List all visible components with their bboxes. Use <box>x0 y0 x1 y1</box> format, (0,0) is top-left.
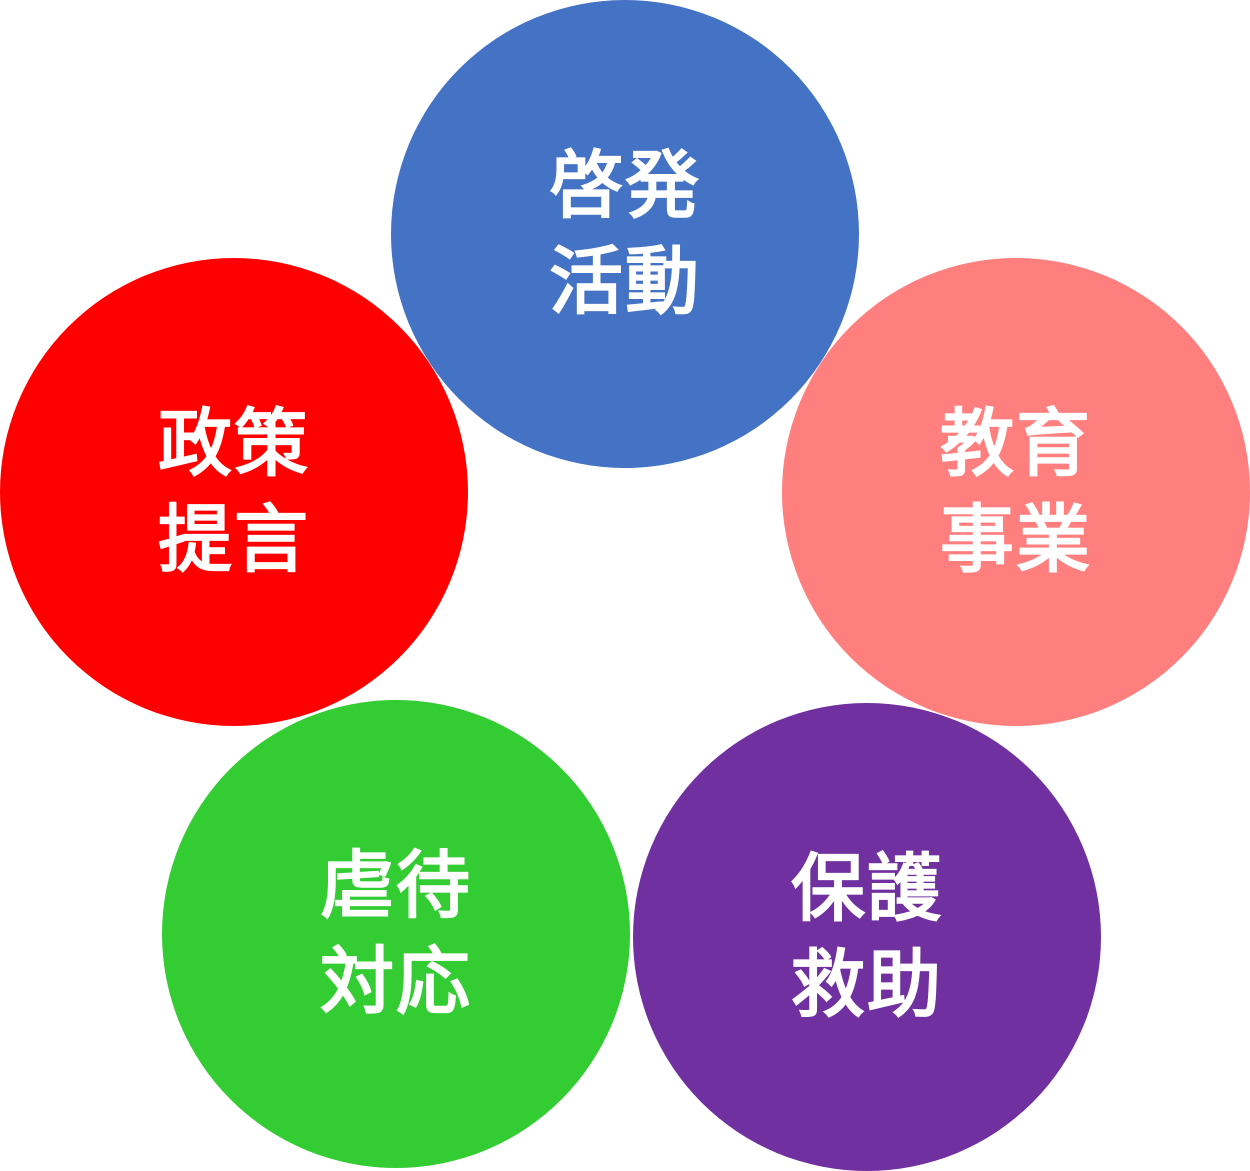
circle-awareness-activities: 啓発 活動 <box>391 0 859 468</box>
circle-abuse-response: 虐待 対応 <box>162 700 630 1168</box>
circle-label-line2: 提言 <box>158 497 310 583</box>
circle-label-line2: 活動 <box>549 239 701 325</box>
circle-label-line2: 対応 <box>320 939 472 1025</box>
circle-protection-rescue: 保護 救助 <box>633 703 1101 1171</box>
circle-label-line1: 啓発 <box>549 143 701 229</box>
circle-label-line1: 教育 <box>940 401 1092 487</box>
circle-label-line2: 事業 <box>940 497 1092 583</box>
circle-label-line1: 虐待 <box>320 843 472 929</box>
circle-label-line1: 保護 <box>791 846 943 932</box>
circle-education-projects: 教育 事業 <box>782 258 1250 726</box>
circle-policy-proposals: 政策 提言 <box>0 258 468 726</box>
circle-label-line1: 政策 <box>158 401 310 487</box>
circle-label-line2: 救助 <box>791 942 943 1028</box>
